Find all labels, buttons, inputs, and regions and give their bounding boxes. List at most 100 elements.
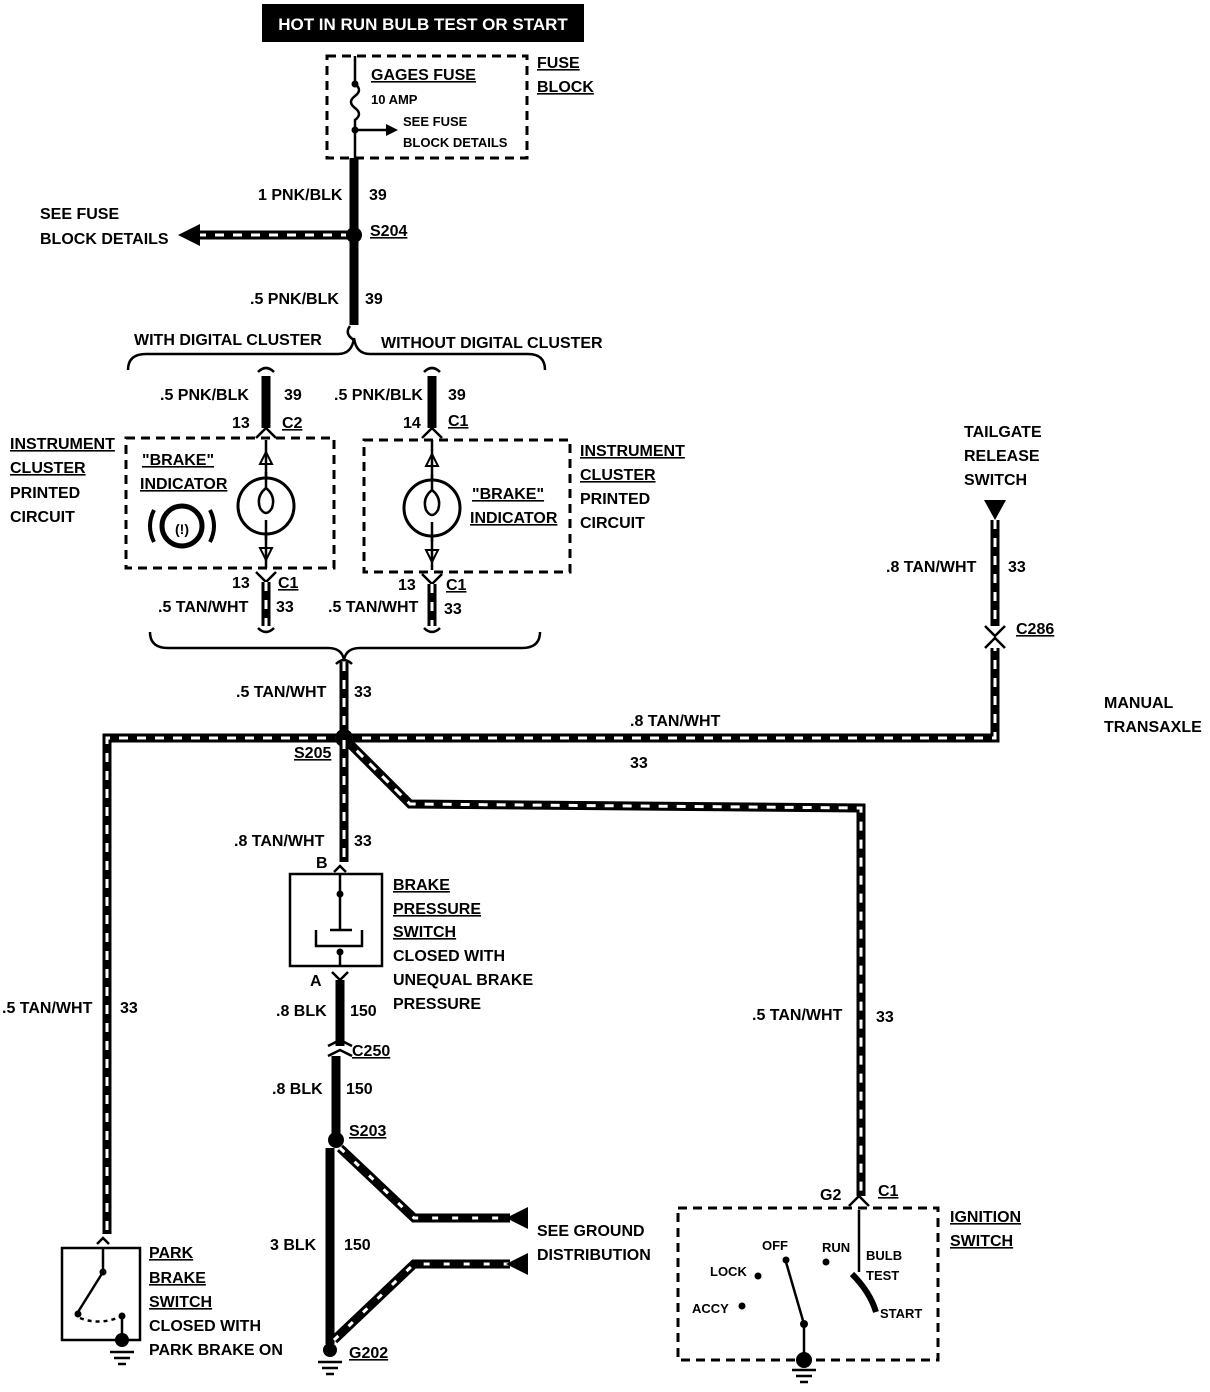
wire-to-ignition <box>340 734 866 1196</box>
ignition-start: START <box>880 1306 922 1321</box>
fuse-block-label-2: BLOCK <box>537 79 594 96</box>
ignition-lock: LOCK <box>710 1264 747 1279</box>
wire-to-park-brake-stripe <box>105 736 344 1234</box>
ground-g202-icon <box>318 1360 342 1376</box>
wire-label-5pnkblk-right: .5 PNK/BLK <box>334 387 423 404</box>
brake-switch-contact-top <box>336 890 344 898</box>
fuse-detail-arrowhead <box>386 124 398 136</box>
brake-switch-label-1: BRAKE <box>393 877 450 894</box>
wire-label-8blk-a: .8 BLK <box>276 1003 327 1020</box>
wire-label-8tanwht-top: .8 TAN/WHT <box>630 713 721 730</box>
circuit-33-e: 33 <box>1008 559 1026 576</box>
park-brake-blade <box>76 1271 105 1313</box>
brake-switch-internal <box>314 874 364 948</box>
left-cluster-box <box>124 436 336 570</box>
circuit-33-f: 33 <box>354 833 372 850</box>
wire-label-8tanwht-brake: .8 TAN/WHT <box>234 833 325 850</box>
ignition-contact-run <box>822 1258 830 1266</box>
fuse-name: GAGES FUSE <box>371 67 476 84</box>
circuit-39-b: 39 <box>365 291 383 308</box>
left-cluster-label-4: CIRCUIT <box>10 509 75 526</box>
circuit-33-c: 33 <box>354 684 372 701</box>
ignition-ground-icon <box>792 1368 816 1384</box>
ground-dist-arrow-lower <box>506 1253 528 1275</box>
c250-label: C250 <box>352 1043 390 1060</box>
tailgate-label-2: RELEASE <box>964 448 1040 465</box>
ignition-contact-off <box>782 1256 790 1264</box>
left-bot-squiggle <box>257 627 275 634</box>
manual-label-2: TRANSAXLE <box>1104 719 1202 736</box>
option-without-digital: WITHOUT DIGITAL CLUSTER <box>381 335 603 352</box>
park-brake-label-2: BRAKE <box>149 1270 206 1287</box>
park-brake-contact-gnd <box>118 1312 126 1320</box>
left-bot-connector <box>255 571 277 584</box>
wire-label-8tanwht-tailgate: .8 TAN/WHT <box>886 559 977 576</box>
left-pin-bot: 13 <box>232 575 250 592</box>
right-bot-squiggle <box>423 627 441 634</box>
brake-switch-box <box>288 872 384 968</box>
right-indicator-2: INDICATOR <box>470 510 558 527</box>
park-brake-label-5: PARK BRAKE ON <box>149 1342 283 1359</box>
ignition-contact-lock <box>754 1272 762 1280</box>
right-bulb-filament <box>423 474 441 542</box>
right-top-connector <box>421 426 443 439</box>
park-brake-label-1: PARK <box>149 1245 194 1262</box>
tailgate-switch-symbol <box>984 500 1006 520</box>
splice-s204-label: S204 <box>370 223 407 240</box>
ground-dist-label-1: SEE GROUND <box>537 1223 645 1240</box>
left-bulb-filament <box>257 472 275 540</box>
circuit-33-d: 33 <box>630 755 648 772</box>
left-arrow-up <box>258 449 274 465</box>
wire-ground-dist-upper-stripe <box>338 1146 510 1220</box>
circuit-150-a: 150 <box>350 1003 377 1020</box>
right-arrow-up <box>424 451 440 467</box>
lower-brace <box>148 631 542 661</box>
brake-warning-icon-arc-l <box>148 509 156 543</box>
option-with-digital: WITH DIGITAL CLUSTER <box>134 332 322 349</box>
c286-connector <box>984 625 1006 649</box>
option-brace <box>126 337 547 371</box>
left-conn-top: C2 <box>282 415 303 432</box>
tailgate-label-1: TAILGATE <box>964 424 1042 441</box>
right-pin-top: 14 <box>403 415 421 432</box>
fuse-note-2: BLOCK DETAILS <box>403 135 508 150</box>
right-pin-bot: 13 <box>398 577 416 594</box>
splice-s205-label: S205 <box>294 745 331 762</box>
left-cluster-label-3: PRINTED <box>10 485 80 502</box>
right-indicator-1: "BRAKE" <box>472 486 544 503</box>
brake-warning-icon <box>159 503 205 549</box>
wire-label-5tanwht-right: .5 TAN/WHT <box>328 599 419 616</box>
park-brake-label-4: CLOSED WITH <box>149 1318 261 1335</box>
ignition-connector: C1 <box>878 1183 899 1200</box>
splice-s203 <box>328 1132 344 1148</box>
circuit-33-g: 33 <box>120 1000 138 1017</box>
brake-switch-label-4: CLOSED WITH <box>393 948 505 965</box>
left-indicator-1: "BRAKE" <box>142 452 214 469</box>
fuse-upper-dot <box>351 80 359 88</box>
ignition-off: OFF <box>762 1238 788 1253</box>
right-cluster-label-4: CIRCUIT <box>580 515 645 532</box>
ground-dist-label-2: DISTRIBUTION <box>537 1247 651 1264</box>
ignition-blade-pivot <box>800 1320 808 1328</box>
right-cluster-label-3: PRINTED <box>580 491 650 508</box>
wire-label-5pnkblk: .5 PNK/BLK <box>250 291 339 308</box>
wire-to-ignition-stripe <box>342 736 863 1196</box>
wire-to-park-brake <box>102 733 344 1234</box>
left-indicator-2: INDICATOR <box>140 476 228 493</box>
park-brake-connector <box>96 1236 110 1245</box>
ignition-run: RUN <box>822 1240 850 1255</box>
tailgate-label-3: SWITCH <box>964 472 1027 489</box>
park-brake-ground-icon <box>110 1350 134 1366</box>
right-conn-top: C1 <box>448 413 469 430</box>
circuit-33-h: 33 <box>876 1009 894 1026</box>
brake-warning-icon-arc-r <box>208 509 216 543</box>
left-top-connector <box>255 426 277 439</box>
ignition-blade <box>784 1261 806 1356</box>
fuse-block-label-1: FUSE <box>537 55 580 72</box>
c286-label: C286 <box>1016 621 1054 638</box>
circuit-39-d: 39 <box>448 387 466 404</box>
header-label: HOT IN RUN BULB TEST OR START <box>278 15 568 34</box>
circuit-150-c: 150 <box>344 1237 371 1254</box>
left-note-1: SEE FUSE <box>40 206 119 223</box>
